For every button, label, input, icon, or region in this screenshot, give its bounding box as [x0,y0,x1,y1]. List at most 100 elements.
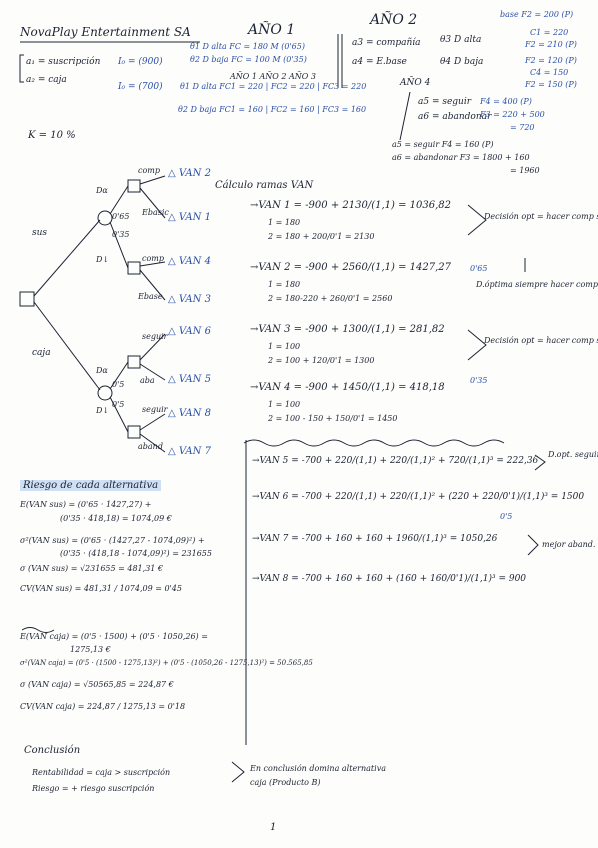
rt-s3: = 720 [510,123,535,132]
tree-van4: △ VAN 4 [168,256,211,267]
branch-caja [33,301,101,391]
decision-node-3 [127,355,141,369]
state-t2: θ2 D baja FC = 100 M (0'35) [190,55,307,64]
note-seguir: D.opt. seguir [548,450,598,459]
calc-van2: →VAN 2 = -900 + 2560/(1,1) = 1427,27 [250,262,451,273]
tree-van7: △ VAN 7 [168,446,211,457]
calc-van4p: 0'35 [470,376,488,385]
risk-v3: σ²(VAN caja) = (0'5 · (1500 - 1275,13)²)… [20,659,313,667]
root-node [19,291,35,307]
tree-comp-2: comp [142,254,165,263]
calc-van1: →VAN 1 = -900 + 2130/(1,1) = 1036,82 [250,200,451,211]
discount-rate: K = 10 % [28,130,76,141]
tree-van8: △ VAN 8 [168,408,211,419]
decision-a4: a4 = E.base [352,57,407,67]
tree-seguir-2: seguir [142,405,168,414]
rt-f2b: F2 = 120 (P) [525,56,577,65]
rt-s6: = 1960 [510,166,540,175]
chance-node-sus [97,210,113,226]
rt-s1: F4 = 400 (P) [480,97,532,106]
state-t3: θ3 D alta [440,35,482,45]
company-title: NovaPlay Entertainment SA [20,25,191,39]
calc-van8: →VAN 8 = -700 + 160 + 160 + (160 + 160/0… [252,574,527,584]
tree-db-2: D↓ [96,406,110,415]
investment-2: I₀ = (700) [118,82,163,92]
tree-van2: △ VAN 2 [168,168,211,179]
rt-f2c: F2 = 150 (P) [525,80,577,89]
tree-p35: 0'35 [112,230,130,239]
tree-ebase: Ebase [138,292,163,301]
calc-van6: →VAN 6 = -700 + 220/(1,1) + 220/(1,1)² +… [252,492,585,502]
wavy-divider [243,439,505,447]
state-t2-alt: θ2 D baja FC1 = 160 | FC2 = 160 | FC3 = … [178,105,367,114]
rt-s4: a5 = seguir F4 = 160 (P) [392,140,494,149]
risk-e4: 1275,13 € [70,645,111,654]
tree-van6: △ VAN 6 [168,326,211,337]
calc-van1a: 1 = 180 [268,218,301,227]
branch-sus [33,219,101,297]
risk-cv2: CV(VAN caja) = 224,87 / 1275,13 = 0'18 [20,702,186,711]
calc-van3: →VAN 3 = -900 + 1300/(1,1) = 281,82 [250,324,445,335]
year1-label: AÑO 1 [248,22,296,38]
tree-p5a: 0'5 [112,380,125,389]
tree-comp-1: comp [138,166,161,175]
tree-sus: sus [32,228,48,238]
calc-van4a: 1 = 100 [268,400,301,409]
conclusion-title: Conclusión [24,745,81,756]
calc-van2a: 1 = 180 [268,280,301,289]
decision-a3: a3 = compañía [352,38,421,48]
risk-e2: (0'35 · 418,18) = 1074,09 € [60,514,172,523]
tree-da-1: Dα [96,186,108,195]
calc-van3b: 2 = 100 + 120/0'1 = 1300 [268,356,375,365]
decision-a1: a₁ = suscripción [26,57,101,67]
rt-s5: a6 = abandonar F3 = 1800 + 160 [392,153,530,162]
tree-p5b: 0'5 [112,400,125,409]
calc-van4: →VAN 4 = -900 + 1450/(1,1) = 418,18 [250,382,445,393]
calc-van4b: 2 = 100 - 150 + 150/0'1 = 1450 [268,414,398,423]
calc-van3a: 1 = 100 [268,342,301,351]
conclusion-r1: En conclusión domina alternativa [250,764,386,773]
risk-s1: σ (VAN sus) = √231655 = 481,31 € [20,564,164,573]
tree-caja: caja [32,348,51,358]
decision-node-1 [127,179,141,193]
tree-ebasic: Ebasic [142,208,169,217]
conclusion-r2: caja (Producto B) [250,778,321,787]
calc-van7: →VAN 7 = -700 + 160 + 160 + 1960/(1,1)³ … [252,534,498,544]
tree-p65: 0'65 [112,212,130,221]
tree-aband: aband [138,442,163,451]
note-decision-2: D.óptima siempre hacer compañía [476,280,598,289]
tree-van5: △ VAN 5 [168,374,211,385]
risk-s2: σ (VAN caja) = √50565,85 = 224,87 € [20,680,174,689]
page-number: 1 [270,822,277,833]
decision-a6: a6 = abandonar [418,112,492,122]
risk-cv1: CV(VAN sus) = 481,31 / 1074,09 = 0'45 [20,584,182,593]
decision-a5: a5 = seguir [418,97,472,107]
tree-van1: △ VAN 1 [168,212,211,223]
rt-f2: F2 = 210 (P) [525,40,577,49]
calc-van5: →VAN 5 = -700 + 220/(1,1) + 220/(1,1)² +… [252,456,539,466]
risk-e1: E(VAN sus) = (0'65 · 1427,27) + [20,500,152,509]
calc-van1b: 2 = 180 + 200/0'1 = 2130 [268,232,375,241]
note-aband: mejor aband. [542,540,596,549]
decision-a2: a₂ = caja [26,75,67,85]
note-decision-3: Decisión opt = hacer comp si D↓ [484,336,598,345]
risk-v2: (0'35 · (418,18 - 1074,09)²) = 231655 [60,549,212,558]
calc-van2p: 0'65 [470,264,488,273]
note-decision-1: Decisión opt = hacer comp si Dα [484,212,598,221]
calc-title: Cálculo ramas VAN [215,180,314,191]
state-t1-alt: θ1 D alta FC1 = 220 | FC2 = 220 | FC3 = … [180,82,367,91]
conclusion-l1: Rentabilidad = caja > suscripción [32,768,171,777]
calc-van2b: 2 = 180-220 + 260/0'1 = 2560 [268,294,393,303]
tree-van3: △ VAN 3 [168,294,211,305]
tree-seguir-1: seguir [142,332,168,341]
state-t4: θ4 D baja [440,57,484,67]
calc-van6p: 0'5 [500,512,513,521]
year2-label: AÑO 2 [370,12,418,28]
years-header: AÑO 1 AÑO 2 AÑO 3 [230,72,316,81]
rt-note1: base F2 = 200 (P) [500,10,574,19]
tree-da-2: Dα [96,366,108,375]
risk-e3: E(VAN caja) = (0'5 · 1500) + (0'5 · 1050… [20,632,208,641]
conclusion-l2: Riesgo = + riesgo suscripción [32,784,155,793]
investment-1: I₀ = (900) [118,57,163,67]
